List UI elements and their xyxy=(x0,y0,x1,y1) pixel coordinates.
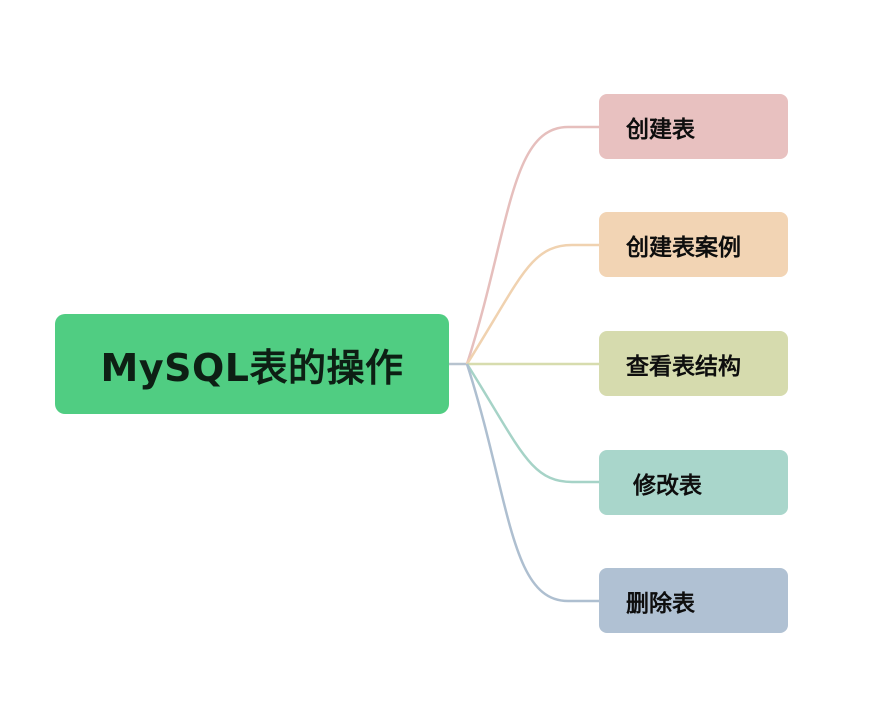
root-node-label: MySQL表的操作 xyxy=(100,345,404,390)
branch-node-alter-table[interactable]: 修改表 xyxy=(599,450,788,515)
branch-node-create-table[interactable]: 创建表 xyxy=(599,94,788,159)
branch-line-4 xyxy=(465,363,599,603)
branch-node-label: 查看表结构 xyxy=(626,353,741,380)
branch-node-drop-table[interactable]: 删除表 xyxy=(599,568,788,633)
branch-node-view-table-structure[interactable]: 查看表结构 xyxy=(599,331,788,396)
branch-node-label: 删除表 xyxy=(626,590,695,617)
branch-node-label: 创建表 xyxy=(626,116,695,143)
branch-line-1 xyxy=(465,243,599,365)
branch-node-create-table-example[interactable]: 创建表案例 xyxy=(599,212,788,277)
branch-line-3 xyxy=(465,363,599,484)
branch-line-0 xyxy=(465,125,599,365)
branch-node-label: 修改表 xyxy=(633,472,702,499)
root-node[interactable]: MySQL表的操作 xyxy=(55,314,449,414)
branch-node-label: 创建表案例 xyxy=(626,234,741,261)
